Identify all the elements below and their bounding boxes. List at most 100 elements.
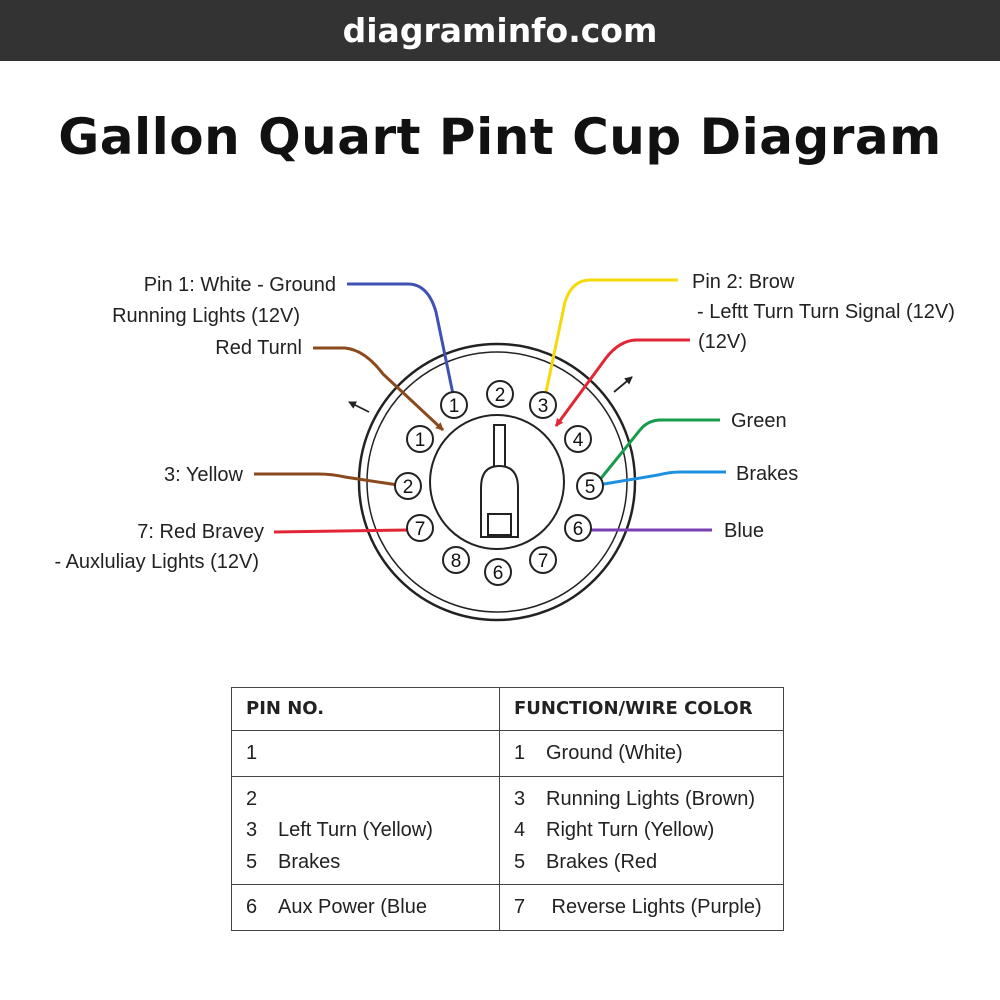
pin-number: 2 — [246, 787, 258, 810]
pin: 5 — [576, 472, 604, 500]
pin-number: 1 — [246, 742, 258, 764]
wire-blue-brakes — [597, 470, 726, 487]
pin-socket — [406, 514, 434, 542]
pin-number: 2 — [495, 385, 506, 406]
function-text: Aux Power (Blue — [278, 896, 427, 918]
column-header-function: FUNCTION/WIRE COLOR — [499, 687, 784, 731]
label-aux-lights: - Auxluliay Lights (12V) — [54, 551, 259, 573]
pin-socket — [486, 380, 514, 408]
pin-number: 6 — [246, 896, 258, 918]
wire-brown-red-turn — [313, 346, 445, 432]
pin: 1 — [406, 425, 434, 453]
pin: 1 — [440, 391, 468, 419]
pin-function-table: PIN NO. FUNCTION/WIRE COLOR 1 1 Ground (Wh… — [231, 687, 784, 931]
label-red-turn: Red Turnl — [215, 337, 302, 359]
pin-number: 7 — [514, 896, 526, 918]
pin-socket — [406, 425, 434, 453]
pin: 4 — [564, 425, 592, 453]
label-pin1-line1: Pin 1: White - Ground — [144, 274, 336, 296]
cell-line: 1 — [246, 738, 499, 770]
pin: 2 — [486, 380, 514, 408]
table-header-row: PIN NO. FUNCTION/WIRE COLOR — [231, 687, 784, 731]
cell-line: 1 Ground (White) — [514, 738, 783, 770]
pin-socket — [529, 546, 557, 574]
pin: 6 — [484, 558, 512, 586]
label-pin2-line1: Pin 2: Brow — [692, 271, 795, 293]
pin-cell: 6 Aux Power (Blue — [231, 884, 500, 931]
wire-white-ground — [347, 282, 455, 395]
pin-socket — [484, 558, 512, 586]
pin-number: 2 — [403, 477, 414, 498]
center-key-icon — [480, 424, 519, 538]
function-cell: 7 Reverse Lights (Purple) — [499, 884, 784, 931]
pin-number: 7 — [415, 519, 426, 540]
pin-number: 5 — [585, 477, 596, 498]
pin-number: 3 — [538, 396, 549, 417]
rotation-arrow-right-icon — [613, 376, 633, 393]
pin: 8 — [442, 546, 470, 574]
pin-socket — [442, 546, 470, 574]
label-pin2-line3: (12V) — [698, 331, 747, 353]
pin-number: 6 — [493, 563, 504, 584]
pin-number: 5 — [514, 850, 526, 873]
pin-number: 4 — [514, 819, 526, 841]
pin-number: 8 — [451, 551, 462, 572]
label-red-bravey: 7: Red Bravey — [137, 521, 264, 543]
cell-line: 3 Running Lights (Brown) — [514, 784, 783, 816]
pin-number: 7 — [538, 551, 549, 572]
wire-green — [596, 418, 720, 483]
pin: 7 — [529, 546, 557, 574]
pin: 3 — [529, 391, 557, 419]
wire-red-left-turn — [554, 338, 690, 427]
label-brakes: Brakes — [736, 463, 798, 485]
table-row: 1 1 Ground (White) — [231, 730, 784, 777]
label-blue: Blue — [724, 520, 764, 542]
cell-line: 5 Brakes — [246, 847, 499, 879]
pin-number: 1 — [415, 430, 426, 451]
pin-socket — [529, 391, 557, 419]
pin-number: 6 — [573, 519, 584, 540]
label-green: Green — [731, 410, 787, 432]
pin-number: 3 — [514, 787, 526, 810]
column-header-pin-no: PIN NO. — [231, 687, 500, 731]
cell-line: 4 Right Turn (Yellow) — [514, 815, 783, 847]
function-text: Running Lights (Brown) — [546, 787, 755, 810]
wire-brown-yellow — [254, 472, 399, 487]
label-pin2-line2: - Leftt Turn Turn Signal (12V) — [697, 301, 955, 323]
function-text: Brakes (Red — [546, 850, 658, 873]
cell-line: 7 Reverse Lights (Purple) — [514, 892, 783, 924]
function-text: Ground (White) — [546, 742, 683, 764]
wire-red-bravey — [273, 528, 409, 534]
pin: 6 — [564, 514, 592, 542]
cell-line: 2 — [246, 784, 499, 816]
pin: 7 — [406, 514, 434, 542]
cell-line: 6 Aux Power (Blue — [246, 892, 499, 924]
connector-pins: 1 2 3 1 4 2 5 7 6 8 6 7 — [394, 380, 604, 586]
pin-number: 4 — [573, 430, 584, 451]
pin-socket — [440, 391, 468, 419]
wires — [254, 278, 726, 534]
function-text: Right Turn (Yellow) — [546, 819, 715, 841]
site-header: diagraminfo.com — [0, 0, 1000, 61]
pin-number: 1 — [449, 396, 460, 417]
function-text: Reverse Lights (Purple) — [546, 896, 762, 918]
site-name: diagraminfo.com — [342, 11, 658, 50]
pin-socket — [576, 472, 604, 500]
rotation-arrow-left-icon — [348, 401, 370, 413]
pin-socket — [564, 425, 592, 453]
label-yellow: 3: Yellow — [164, 464, 244, 486]
wire-yellow-pin2 — [543, 278, 678, 398]
pin-number: 5 — [246, 850, 258, 873]
function-text: Left Turn (Yellow) — [278, 819, 433, 841]
table-row: 6 Aux Power (Blue 7 Reverse Lights (Purple… — [231, 884, 784, 931]
function-text: Brakes — [278, 850, 341, 873]
function-cell: 3 Running Lights (Brown) 4 Right Turn (Yell… — [499, 775, 784, 885]
label-pin1-line2: Running Lights (12V) — [112, 305, 300, 327]
pin-number: 1 — [514, 742, 526, 764]
page-title: Gallon Quart Pint Cup Diagram — [58, 108, 942, 166]
function-cell: 1 Ground (White) — [499, 730, 784, 777]
